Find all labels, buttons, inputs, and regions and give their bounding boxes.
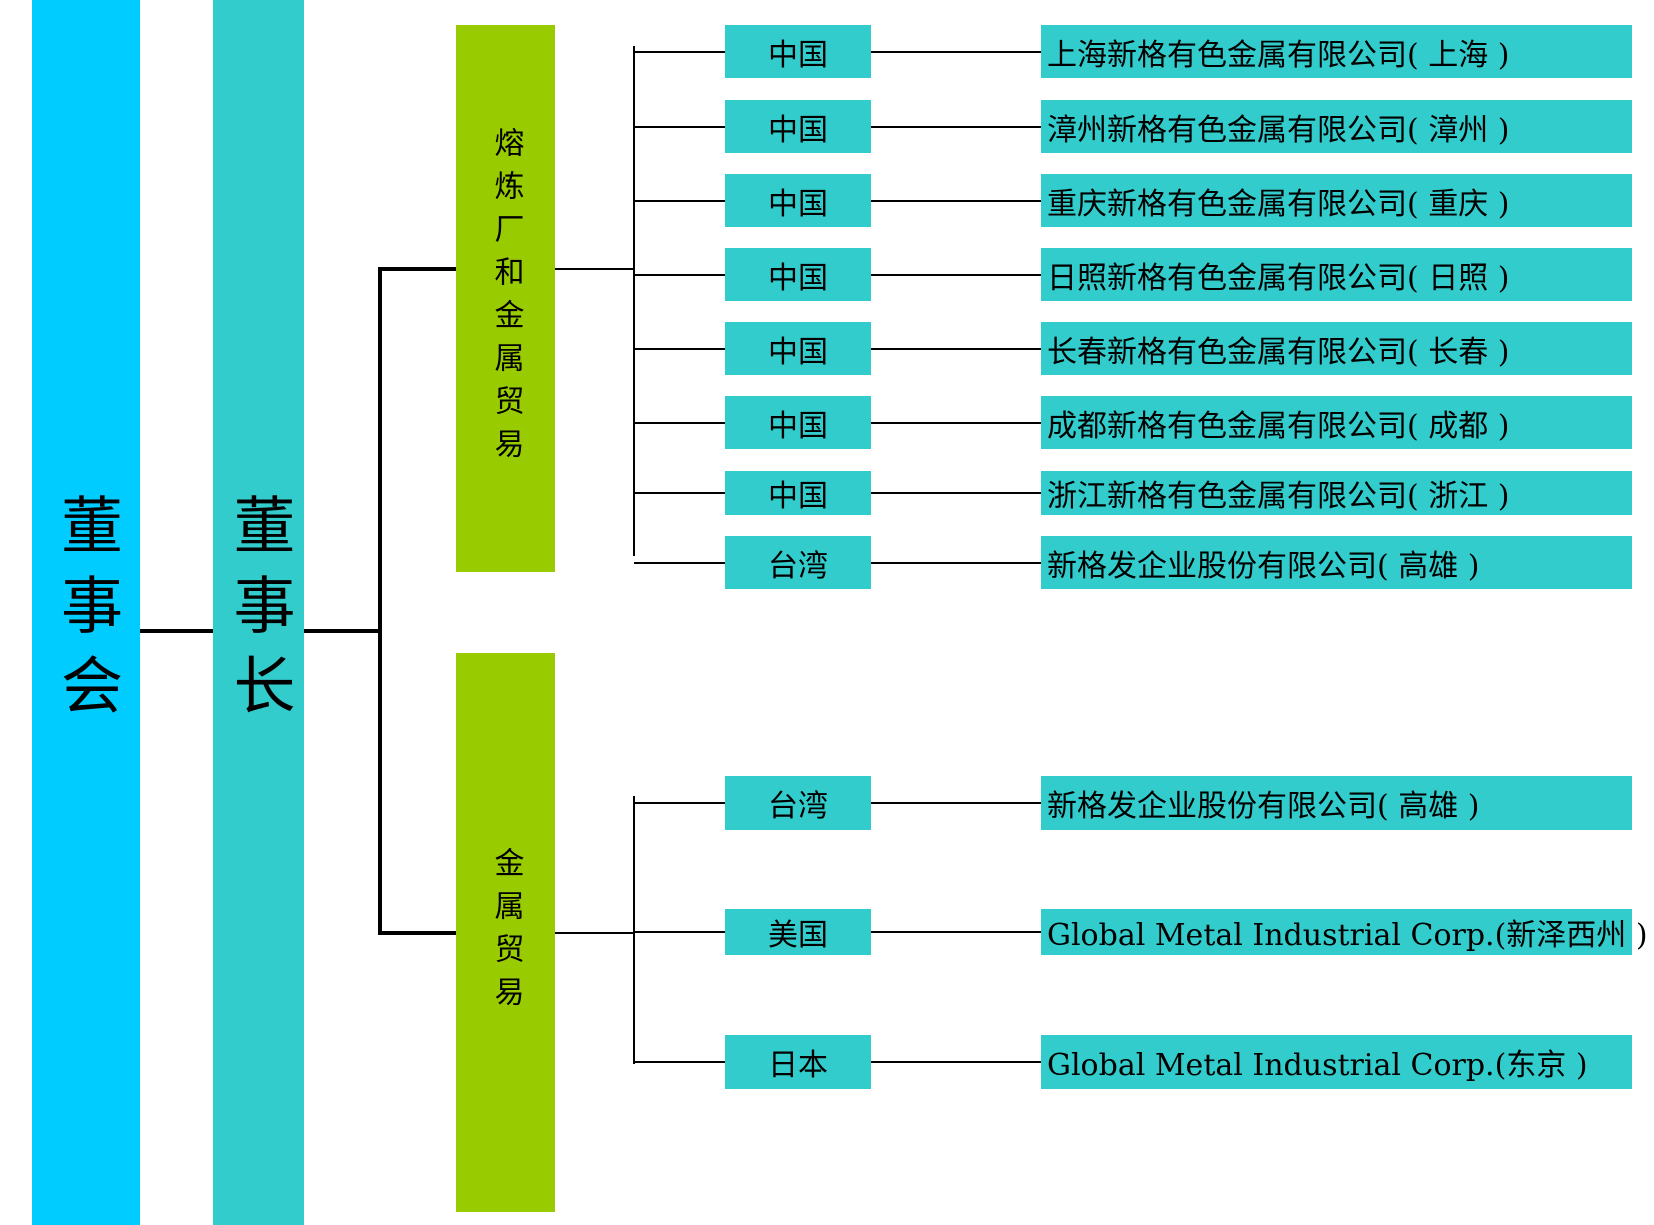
connector-line bbox=[634, 200, 725, 202]
board-label: 董事会 bbox=[50, 492, 123, 733]
company-label: Global Metal Industrial Corp.(新泽西州 ) bbox=[1047, 918, 1648, 953]
company-box: 成都新格有色金属有限公司( 成都 ) bbox=[1041, 396, 1632, 449]
connector-line bbox=[633, 796, 635, 1064]
chairman-node: 董事长 bbox=[213, 0, 304, 1225]
division-smelting-trading: 熔炼厂和金属贸易 bbox=[456, 25, 555, 572]
country-box: 中国 bbox=[725, 471, 871, 515]
connector-line bbox=[634, 931, 725, 933]
company-box: 重庆新格有色金属有限公司( 重庆 ) bbox=[1041, 174, 1632, 227]
company-box: 浙江新格有色金属有限公司( 浙江 ) bbox=[1041, 471, 1632, 515]
country-box: 日本 bbox=[725, 1035, 871, 1089]
connector-line bbox=[555, 932, 635, 934]
country-label: 中国 bbox=[768, 260, 828, 296]
company-label: 新格发企业股份有限公司( 高雄 ) bbox=[1047, 548, 1480, 584]
country-box: 中国 bbox=[725, 174, 871, 227]
connector-line bbox=[634, 126, 725, 128]
connector-line bbox=[871, 126, 1041, 128]
country-label: 中国 bbox=[768, 112, 828, 148]
company-box: 新格发企业股份有限公司( 高雄 ) bbox=[1041, 536, 1632, 589]
country-label: 日本 bbox=[768, 1048, 828, 1083]
connector-line bbox=[871, 422, 1041, 424]
connector-line bbox=[634, 802, 725, 804]
connector-chairman-trunk bbox=[304, 629, 382, 633]
connector-line bbox=[871, 931, 1041, 933]
division-label: 金属贸易 bbox=[488, 846, 524, 1019]
company-label: 上海新格有色金属有限公司( 上海 ) bbox=[1047, 37, 1510, 73]
connector-board-chairman bbox=[140, 629, 213, 633]
connector-division-1 bbox=[378, 267, 456, 271]
country-label: 台湾 bbox=[768, 789, 828, 824]
connector-division-2 bbox=[378, 931, 456, 935]
country-box: 台湾 bbox=[725, 536, 871, 589]
connector-line bbox=[871, 562, 1041, 564]
company-box: 上海新格有色金属有限公司( 上海 ) bbox=[1041, 25, 1632, 78]
connector-line bbox=[871, 802, 1041, 804]
connector-line bbox=[634, 274, 725, 276]
connector-trunk-vertical bbox=[378, 267, 382, 935]
country-label: 中国 bbox=[768, 479, 828, 514]
country-box: 台湾 bbox=[725, 776, 871, 830]
company-box: 新格发企业股份有限公司( 高雄 ) bbox=[1041, 776, 1632, 830]
company-label: 日照新格有色金属有限公司( 日照 ) bbox=[1047, 260, 1510, 296]
connector-line bbox=[555, 268, 635, 270]
connector-line bbox=[871, 1061, 1041, 1063]
country-label: 台湾 bbox=[768, 548, 828, 584]
company-box: 日照新格有色金属有限公司( 日照 ) bbox=[1041, 248, 1632, 301]
company-label: 长春新格有色金属有限公司( 长春 ) bbox=[1047, 334, 1510, 370]
connector-line bbox=[634, 492, 725, 494]
company-box: 漳州新格有色金属有限公司( 漳州 ) bbox=[1041, 100, 1632, 153]
board-node: 董事会 bbox=[32, 0, 140, 1225]
connector-line bbox=[633, 46, 635, 556]
country-label: 美国 bbox=[768, 918, 828, 953]
connector-line bbox=[634, 1061, 725, 1063]
connector-line bbox=[871, 51, 1041, 53]
company-label: 成都新格有色金属有限公司( 成都 ) bbox=[1047, 408, 1510, 444]
company-label: 新格发企业股份有限公司( 高雄 ) bbox=[1047, 789, 1480, 824]
connector-line bbox=[871, 200, 1041, 202]
country-box: 中国 bbox=[725, 25, 871, 78]
country-label: 中国 bbox=[768, 408, 828, 444]
company-box: Global Metal Industrial Corp.(东京 ) bbox=[1041, 1035, 1632, 1089]
company-label: 漳州新格有色金属有限公司( 漳州 ) bbox=[1047, 112, 1510, 148]
country-box: 美国 bbox=[725, 909, 871, 955]
connector-line bbox=[634, 51, 725, 53]
division-label: 熔炼厂和金属贸易 bbox=[488, 126, 524, 471]
connector-line bbox=[871, 492, 1041, 494]
connector-line bbox=[634, 562, 725, 564]
country-box: 中国 bbox=[725, 322, 871, 375]
country-label: 中国 bbox=[768, 186, 828, 222]
company-label: Global Metal Industrial Corp.(东京 ) bbox=[1047, 1048, 1588, 1083]
chairman-label: 董事长 bbox=[222, 492, 296, 733]
division-metal-trading: 金属贸易 bbox=[456, 653, 555, 1212]
company-box: 长春新格有色金属有限公司( 长春 ) bbox=[1041, 322, 1632, 375]
connector-line bbox=[871, 348, 1041, 350]
country-label: 中国 bbox=[768, 334, 828, 370]
company-label: 浙江新格有色金属有限公司( 浙江 ) bbox=[1047, 479, 1510, 514]
country-label: 中国 bbox=[768, 37, 828, 73]
connector-line bbox=[634, 422, 725, 424]
company-label: 重庆新格有色金属有限公司( 重庆 ) bbox=[1047, 186, 1510, 222]
country-box: 中国 bbox=[725, 248, 871, 301]
connector-line bbox=[634, 348, 725, 350]
company-box: Global Metal Industrial Corp.(新泽西州 ) bbox=[1041, 909, 1648, 955]
country-box: 中国 bbox=[725, 100, 871, 153]
connector-line bbox=[871, 274, 1041, 276]
country-box: 中国 bbox=[725, 396, 871, 449]
